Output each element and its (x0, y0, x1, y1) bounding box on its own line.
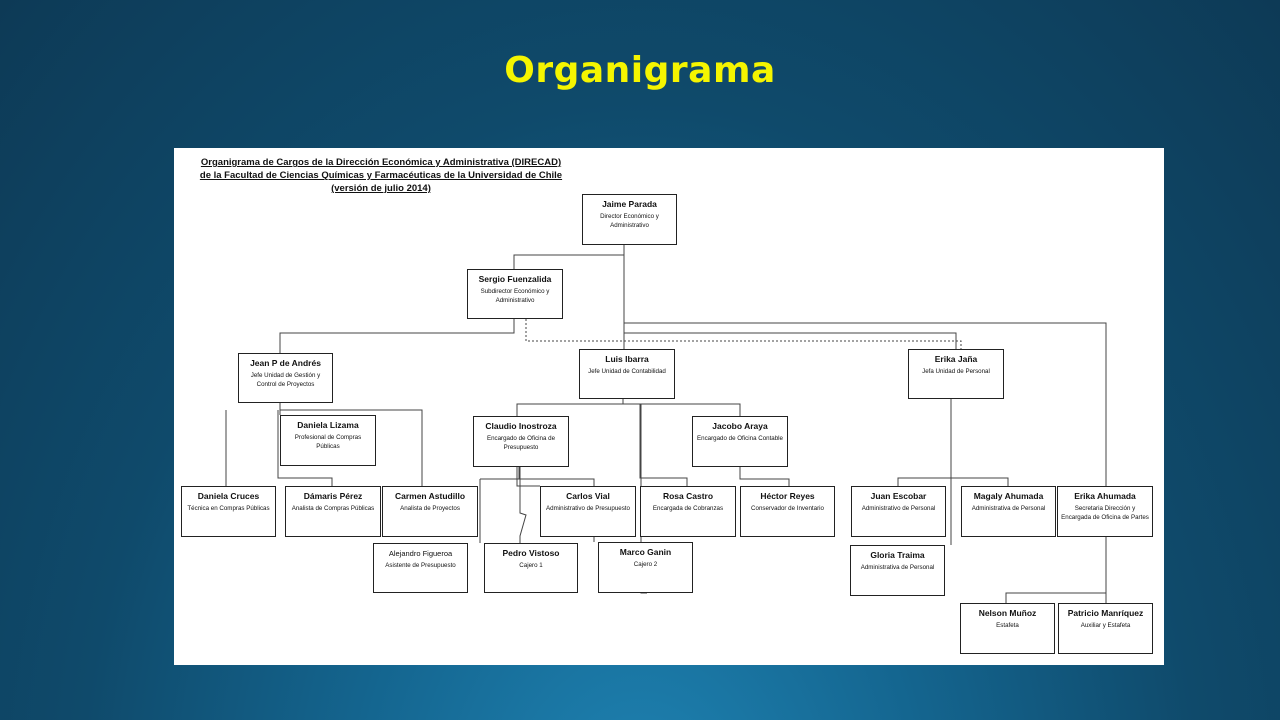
connector-line (513, 254, 624, 269)
connector-line (279, 319, 515, 353)
org-box: Erika Ahumada Secretaria Dirección y Enc… (1057, 486, 1153, 537)
person-name: Alejandro Figueroa (388, 549, 453, 558)
person-name: Patricio Manríquez (1067, 608, 1144, 618)
position-title: Encargado de Oficina Contable (697, 435, 783, 442)
person-name: Luis Ibarra (605, 354, 649, 364)
connector-line (1005, 537, 1107, 603)
position-title: Encargada de Cobranzas (652, 505, 724, 512)
org-chart-heading: Organigrama de Cargos de la Dirección Ec… (188, 156, 574, 195)
org-box: Patricio Manríquez Auxiliar y Estafeta (1058, 603, 1153, 654)
slide-title: Organigrama (504, 50, 776, 91)
person-name: Jean P de Andrés (250, 358, 321, 368)
position-title: Analista de Proyectos (400, 505, 460, 512)
person-name: Nelson Muñoz (978, 608, 1037, 618)
position-title: Administrativo de Personal (861, 505, 936, 512)
position-title: Cajero 2 (633, 561, 658, 568)
connector-line (525, 319, 962, 349)
org-box: Gloria Traima Administrativa de Personal (850, 545, 945, 596)
connector-line (277, 410, 333, 486)
org-box: Daniela Lizama Profesional de Compras Pú… (280, 415, 376, 466)
connector-line (516, 403, 623, 416)
position-title: Director Económico y Administrativo (600, 213, 659, 229)
connector-line (897, 399, 952, 486)
person-name: Marco Ganin (619, 547, 672, 557)
person-name: Héctor Reyes (760, 491, 815, 501)
person-name: Pedro Vistoso (502, 548, 560, 558)
person-name: Carlos Vial (566, 491, 610, 501)
position-title: Administrativo de Presupuesto (546, 505, 630, 512)
org-chart-heading-line: Organigrama de Cargos de la Dirección Ec… (200, 157, 562, 168)
position-title: Administrativa de Personal (860, 564, 935, 571)
org-box: Erika Jaña Jefa Unidad de Personal (908, 349, 1004, 399)
connector-line (516, 467, 540, 487)
person-name: Daniela Lizama (297, 420, 359, 430)
connector-line (622, 399, 741, 416)
person-name: Gloria Traima (870, 550, 925, 560)
org-box: Claudio Inostroza Encargado de Oficina d… (473, 416, 569, 467)
position-title: Profesional de Compras Públicas (294, 434, 362, 450)
person-name: Jaime Parada (602, 199, 657, 209)
person-name: Juan Escobar (870, 491, 927, 501)
person-name: Erika Ahumada (1074, 491, 1136, 501)
person-name: Erika Jaña (934, 354, 978, 364)
org-box: Pedro Vistoso Cajero 1 (484, 543, 578, 593)
org-box: Marco Ganin Cajero 2 (598, 542, 693, 593)
position-title: Jefa Unidad de Personal (922, 368, 990, 375)
org-box: Carmen Astudillo Analista de Proyectos (382, 486, 478, 537)
person-name: Carmen Astudillo (394, 491, 466, 501)
org-box: Daniela Cruces Técnica en Compras Públic… (181, 486, 276, 537)
org-chart-panel: Organigrama de Cargos de la Dirección Ec… (174, 148, 1164, 665)
org-chart-heading-line: de la Facultad de Ciencias Químicas y Fa… (199, 170, 563, 181)
org-box: Rosa Castro Encargada de Cobranzas (640, 486, 736, 537)
connector-line (640, 404, 647, 594)
org-box: Carlos Vial Administrativo de Presupuest… (540, 486, 636, 537)
position-title: Conservador de Inventario (751, 505, 824, 512)
position-title: Analista de Compras Públicas (291, 505, 375, 512)
person-name: Sergio Fuenzalida (478, 274, 552, 284)
org-box: Nelson Muñoz Estafeta (960, 603, 1055, 654)
org-box: Dámaris Pérez Analista de Compras Públic… (285, 486, 381, 537)
person-name: Rosa Castro (662, 491, 714, 501)
position-title: Auxiliar y Estafeta (1080, 622, 1131, 629)
position-title: Cajero 1 (519, 562, 543, 569)
person-name: Dámaris Pérez (303, 491, 363, 501)
connector-lines (225, 245, 1107, 603)
connector-line (624, 332, 957, 349)
org-box: Alejandro Figueroa Asistente de Presupue… (373, 543, 468, 593)
position-title: Administrativa de Personal (971, 505, 1046, 512)
position-title: Encargado de Oficina de Presupuesto (486, 435, 556, 451)
person-name: Daniela Cruces (197, 491, 260, 501)
position-title: Secretaria Dirección y Encargada de Ofic… (1061, 505, 1149, 521)
org-box: Juan Escobar Administrativo de Personal (851, 486, 946, 537)
connector-line (519, 467, 527, 543)
org-box: Jacobo Araya Encargado de Oficina Contab… (692, 416, 788, 467)
org-box: Sergio Fuenzalida Subdirector Económico … (467, 269, 563, 319)
connector-line (951, 477, 1009, 486)
connector-line (739, 467, 790, 486)
position-title: Estafeta (996, 622, 1019, 629)
org-chart-heading-line: (versión de julio 2014) (331, 183, 431, 194)
org-box: Héctor Reyes Conservador de Inventario (740, 486, 835, 537)
position-title: Jefe Unidad de Contabilidad (588, 368, 666, 375)
position-title: Subdirector Económico y Administrativo (480, 288, 550, 304)
org-box: Luis Ibarra Jefe Unidad de Contabilidad (579, 349, 675, 399)
person-name: Claudio Inostroza (485, 421, 557, 431)
position-title: Técnica en Compras Públicas (187, 505, 270, 512)
position-title: Jefe Unidad de Gestión y Control de Proy… (250, 372, 321, 388)
position-title: Asistente de Presupuesto (385, 562, 456, 569)
org-box: Jaime Parada Director Económico y Admini… (582, 194, 677, 245)
connector-line (279, 403, 423, 486)
connector-line (639, 404, 688, 486)
org-box: Magaly Ahumada Administrativa de Persona… (961, 486, 1056, 537)
org-box: Jean P de Andrés Jefe Unidad de Gestión … (238, 353, 333, 403)
person-name: Magaly Ahumada (973, 491, 1044, 501)
person-name: Jacobo Araya (712, 421, 768, 431)
